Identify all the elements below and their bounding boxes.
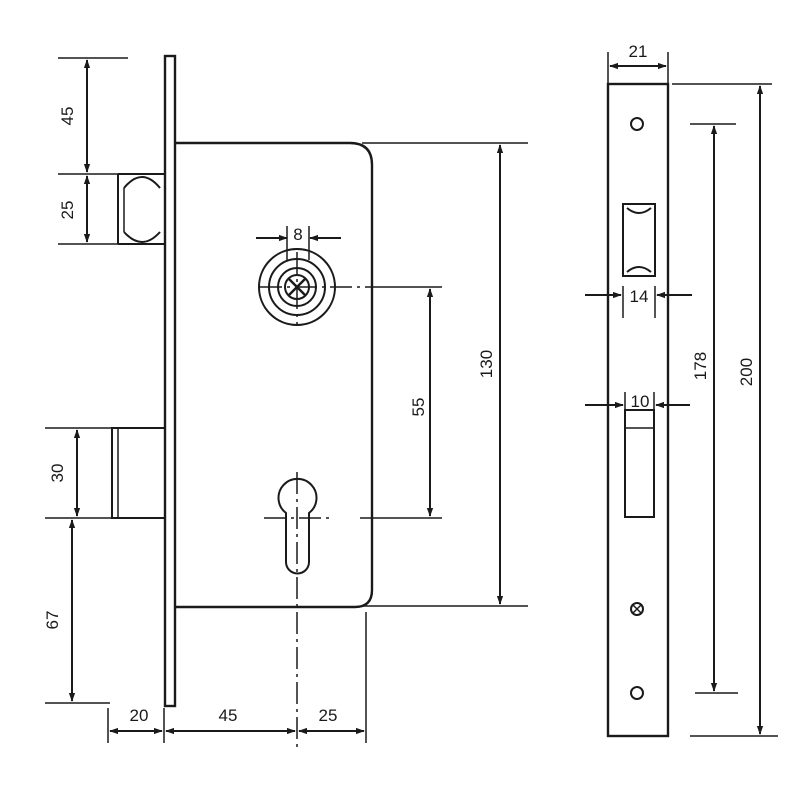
dim-fixing-hole-spacing: 178 bbox=[691, 352, 710, 380]
dim-bolt-slot-width: 10 bbox=[631, 392, 650, 411]
lock-side-view bbox=[111, 54, 374, 748]
dim-latch-offset: 45 bbox=[58, 107, 77, 126]
dimension-labels-front: 21 14 10 178 200 bbox=[629, 42, 756, 411]
extension-lines-side bbox=[45, 57, 528, 743]
faceplate-outline bbox=[606, 82, 670, 738]
faceplate bbox=[163, 54, 177, 708]
dim-latch-slot-width: 14 bbox=[630, 287, 649, 306]
bolt-slot bbox=[624, 409, 655, 518]
dimension-labels-side: 45 25 30 67 20 45 25 8 55 130 bbox=[43, 107, 496, 725]
center-screw bbox=[630, 602, 644, 616]
dim-spindle: 8 bbox=[293, 225, 302, 244]
latch-slot bbox=[622, 203, 656, 277]
cylinder-hole bbox=[264, 472, 330, 748]
faceplate-front-view bbox=[606, 82, 670, 738]
dim-backset: 45 bbox=[219, 706, 238, 725]
extension-lines-front bbox=[607, 52, 778, 737]
dim-bolt-height: 30 bbox=[48, 464, 67, 483]
dim-latch-height: 25 bbox=[58, 201, 77, 220]
dim-bolt-to-bottom: 67 bbox=[43, 611, 62, 630]
dim-center-distance: 55 bbox=[409, 398, 428, 417]
dead-bolt bbox=[111, 427, 166, 519]
latch-bolt bbox=[117, 173, 165, 245]
dim-faceplate-width: 21 bbox=[629, 42, 648, 61]
dimension-arrows-side bbox=[68, 59, 504, 735]
fixing-hole-bottom bbox=[630, 686, 644, 700]
dimension-arrows-front bbox=[585, 62, 764, 735]
dim-body-height: 130 bbox=[477, 350, 496, 378]
lock-body bbox=[175, 141, 374, 609]
dim-body-rear: 25 bbox=[319, 706, 338, 725]
fixing-hole-top bbox=[630, 117, 644, 131]
dim-faceplate-thickness: 20 bbox=[130, 706, 149, 725]
spindle-hub bbox=[258, 248, 372, 326]
dim-faceplate-length: 200 bbox=[737, 358, 756, 386]
